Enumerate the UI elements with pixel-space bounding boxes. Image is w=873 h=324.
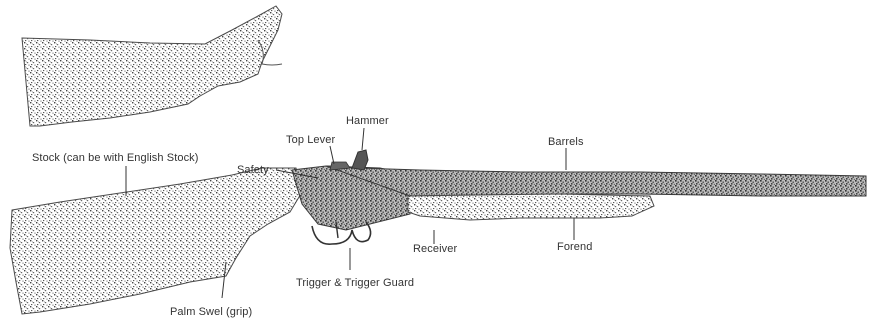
label-trigger-guard: Trigger & Trigger Guard [296,277,414,289]
label-receiver: Receiver [413,243,457,255]
side-by-side-shotgun [10,150,866,314]
leader-hammer [362,128,364,150]
stock-closeup-inset [22,6,282,126]
label-hammer: Hammer [346,115,389,127]
label-stock: Stock (can be with English Stock) [32,152,199,164]
leader-top-lever [330,146,334,164]
label-forend: Forend [557,241,592,253]
label-barrels: Barrels [548,136,584,148]
label-top-lever: Top Lever [286,134,335,146]
label-safety: Safety [237,164,269,176]
label-palm-swell: Palm Swel (grip) [170,306,252,318]
